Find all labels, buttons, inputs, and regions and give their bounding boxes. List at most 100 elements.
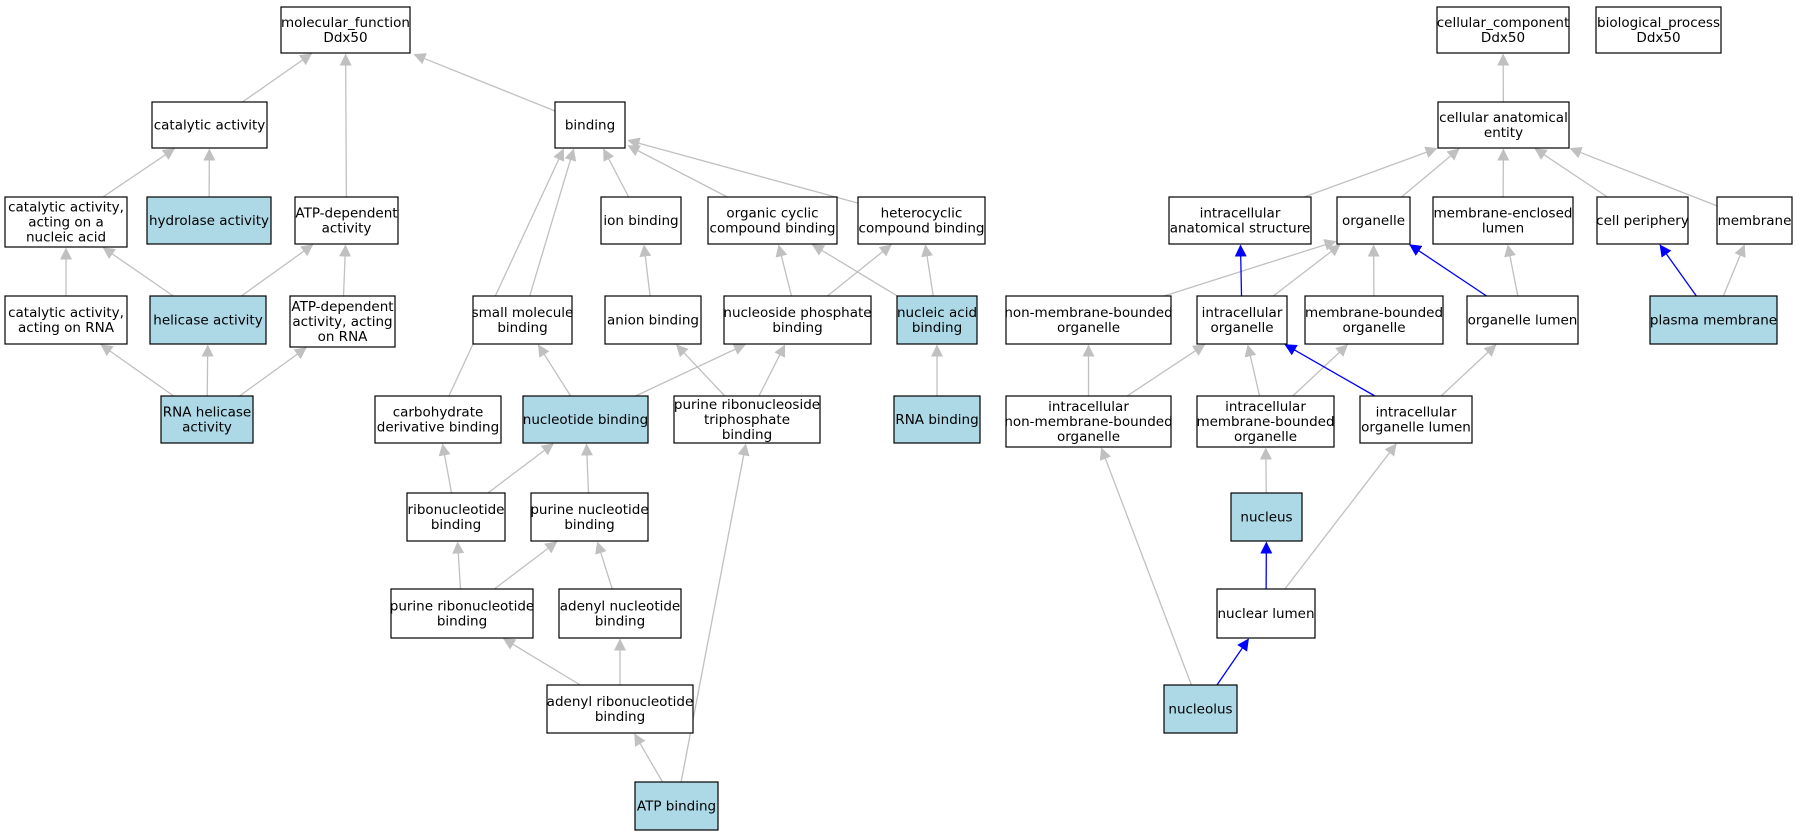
node-label-line: organelle bbox=[1057, 320, 1120, 336]
node-label-line: membrane-bounded bbox=[1196, 414, 1334, 430]
node-inmbo[interactable]: intracellularnon-membrane-boundedorganel… bbox=[1004, 395, 1173, 448]
edge-pur_nuc-to-nucleotide bbox=[580, 443, 593, 494]
edge-iol-to-org_lumen bbox=[1440, 344, 1497, 397]
node-plasma-mem[interactable]: plasma membrane bbox=[1649, 295, 1778, 345]
edge-nucleotide-to-nuc_phos bbox=[635, 343, 746, 397]
edge-nucleolus-to-nuc_lumen bbox=[1216, 638, 1249, 686]
node-label-line: intracellular bbox=[1225, 399, 1306, 415]
node-cat-rna[interactable]: catalytic activity,acting on RNA bbox=[4, 295, 128, 345]
edge-line bbox=[595, 541, 613, 590]
node-label-line: helicase activity bbox=[153, 313, 262, 329]
edge-cell_periph-to-cae bbox=[1534, 148, 1608, 198]
node-label-line: biological_process bbox=[1597, 15, 1720, 31]
node-box bbox=[1196, 395, 1335, 448]
node-label-line: compound binding bbox=[859, 221, 985, 237]
node-box bbox=[530, 492, 649, 542]
edge-ribonuc-to-carb bbox=[438, 443, 453, 494]
node-nucleotide[interactable]: nucleotide binding bbox=[522, 395, 649, 444]
node-box bbox=[4, 295, 128, 345]
edge-nucleic_acid-to-hetero bbox=[921, 244, 934, 297]
node-label-line: binding bbox=[772, 320, 822, 336]
node-org-lumen[interactable]: organelle lumen bbox=[1466, 295, 1579, 345]
node-organelle[interactable]: organelle bbox=[1336, 196, 1411, 245]
node-label-line: nucleoside phosphate bbox=[723, 305, 871, 321]
node-label-line: binding bbox=[722, 427, 772, 443]
edge-nucleolus-to-inmbo bbox=[1099, 447, 1192, 686]
node-anion[interactable]: anion binding bbox=[604, 295, 702, 345]
node-label-line: Ddx50 bbox=[1481, 30, 1525, 46]
node-label-line: nucleic acid bbox=[897, 305, 977, 321]
edge-line bbox=[627, 137, 859, 204]
node-ion[interactable]: ion binding bbox=[600, 196, 682, 245]
edge-line bbox=[1303, 146, 1438, 198]
edge-line bbox=[811, 244, 898, 297]
edge-line bbox=[239, 347, 307, 397]
node-box bbox=[1005, 295, 1172, 345]
node-label-line: plasma membrane bbox=[1650, 313, 1777, 329]
node-nuc-lumen[interactable]: nuclear lumen bbox=[1216, 588, 1316, 639]
node-box bbox=[634, 781, 719, 831]
node-helicase[interactable]: helicase activity bbox=[149, 295, 267, 345]
node-nucleus[interactable]: nucleus bbox=[1230, 492, 1303, 542]
edge-rna_helicase-to-helicase bbox=[201, 344, 214, 397]
node-box bbox=[472, 295, 573, 345]
node-label-line: molecular_function bbox=[281, 15, 410, 31]
edge-iol-to-intra_org bbox=[1284, 344, 1376, 397]
edge-line bbox=[635, 343, 746, 397]
edge-org_lumen-to-mem_enc_lumen bbox=[1504, 244, 1519, 297]
node-label-line: catalytic activity bbox=[154, 118, 266, 134]
edge-line bbox=[758, 344, 786, 397]
node-label-line: on RNA bbox=[318, 329, 369, 345]
edge-nucleotide-to-small_mol bbox=[537, 344, 572, 397]
node-rna-binding[interactable]: RNA binding bbox=[893, 395, 981, 444]
edge-atp_binding-to-adenyl_ribo bbox=[634, 733, 664, 783]
edge-helicase-to-cat_na bbox=[102, 247, 174, 297]
node-label-line: adenyl nucleotide bbox=[560, 599, 681, 615]
node-atp-binding[interactable]: ATP binding bbox=[634, 781, 719, 831]
node-label-line: small molecule bbox=[472, 305, 574, 321]
node-box bbox=[723, 295, 872, 345]
node-nucleolus[interactable]: nucleolus bbox=[1163, 684, 1238, 734]
node-label-line: organelle bbox=[1210, 320, 1273, 336]
node-binding[interactable]: binding bbox=[554, 101, 626, 149]
node-membrane[interactable]: membrane bbox=[1716, 196, 1793, 245]
node-box bbox=[1437, 101, 1570, 149]
node-label-line: organelle bbox=[1057, 429, 1120, 445]
node-hydrolase[interactable]: hydrolase activity bbox=[146, 196, 272, 245]
node-label-line: cell periphery bbox=[1596, 213, 1689, 229]
node-label-line: derivative binding bbox=[377, 420, 499, 436]
node-box bbox=[1304, 295, 1444, 345]
node-catalytic[interactable]: catalytic activity bbox=[151, 101, 268, 149]
node-cell-periph[interactable]: cell periphery bbox=[1596, 196, 1689, 245]
node-label-line: cellular_component bbox=[1437, 15, 1569, 31]
node-box bbox=[893, 395, 981, 444]
node-label-line: adenyl ribonucleotide bbox=[547, 694, 694, 710]
